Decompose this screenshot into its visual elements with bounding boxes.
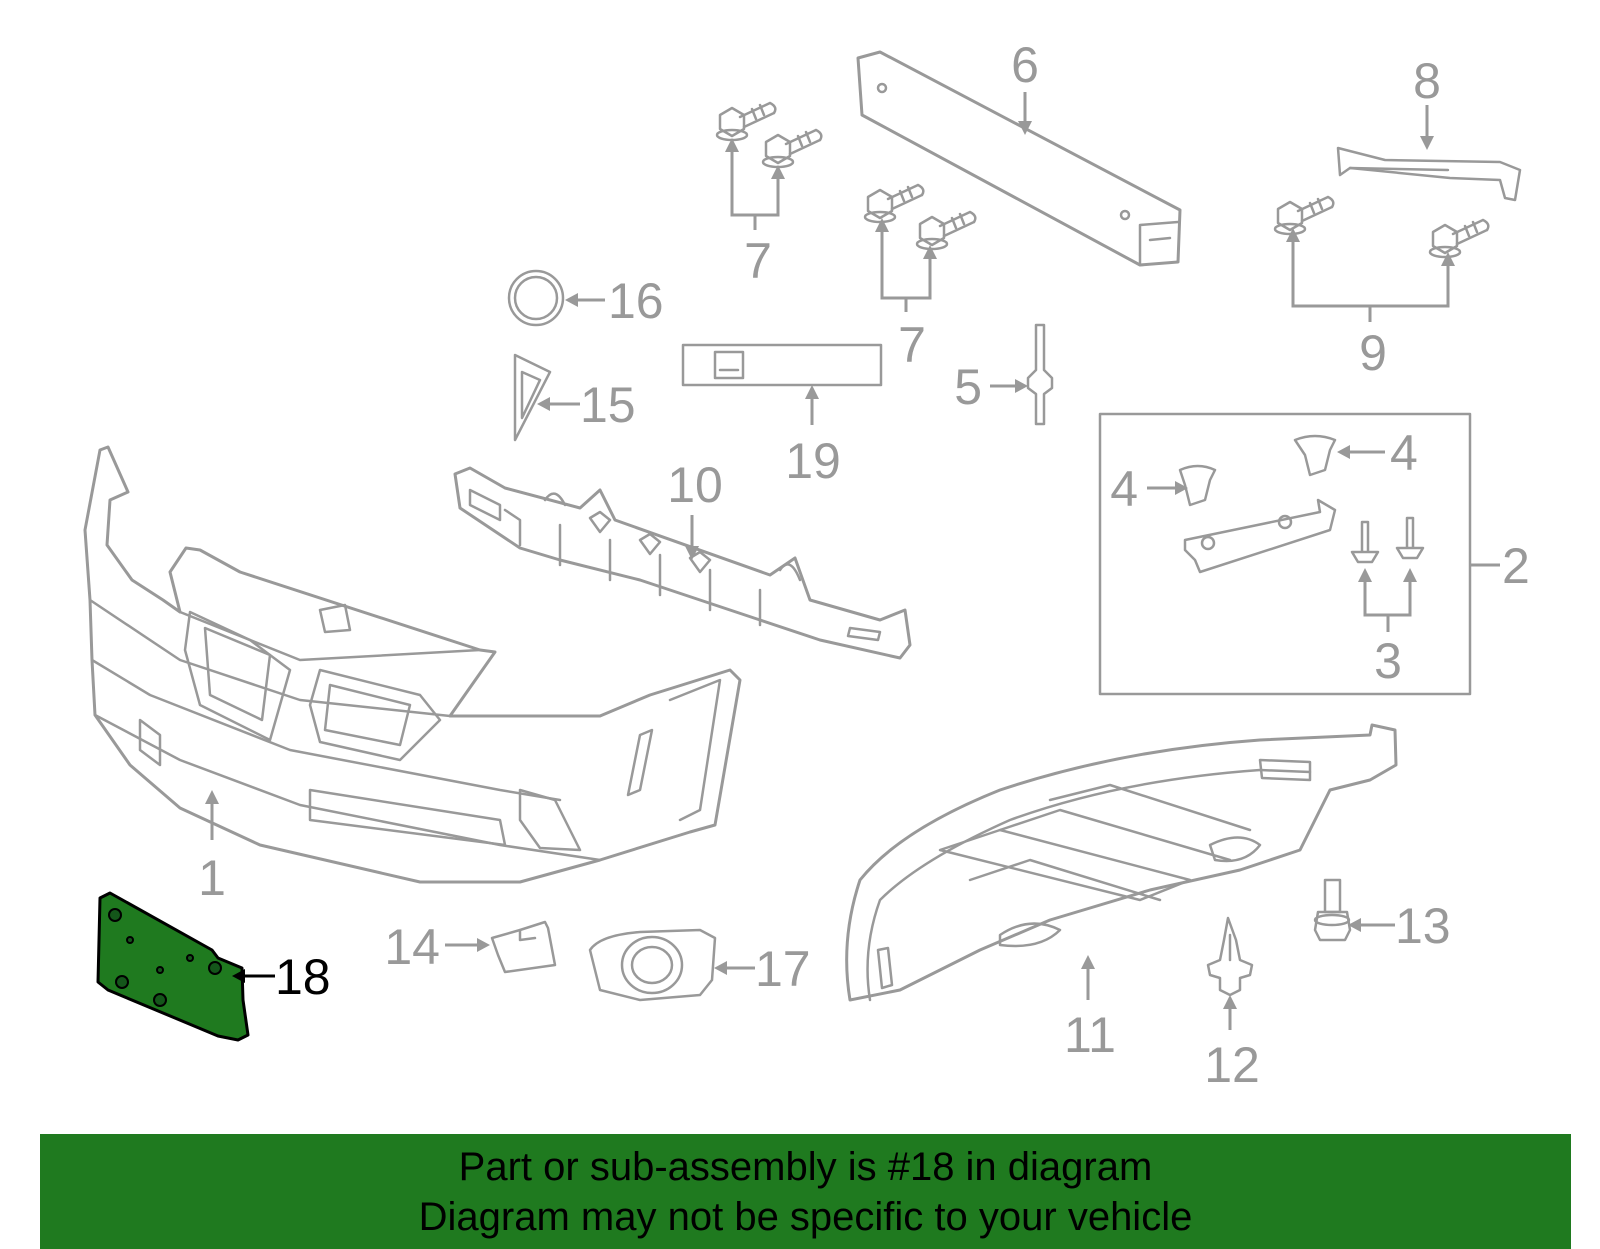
callout-17: 17 <box>714 941 811 997</box>
callout-label-8: 8 <box>1413 53 1441 109</box>
part-17-fog-bezel <box>588 928 717 1002</box>
callout-16: 16 <box>565 273 664 329</box>
part-19-placard <box>681 343 883 387</box>
callout-5: 5 <box>954 359 1028 415</box>
callout-label-4a: 4 <box>1110 461 1138 517</box>
callout-18: 18 <box>232 949 331 1005</box>
part-10-energy-absorber <box>453 466 912 660</box>
part-8-upper-bracket <box>1336 146 1522 202</box>
part-11-splash-shield <box>845 723 1398 1002</box>
callout-11: 11 <box>1064 955 1116 1063</box>
part-18-license-plate-bracket <box>96 891 250 1042</box>
part-16-ring <box>507 269 565 327</box>
callout-15: 15 <box>537 377 636 433</box>
callout-7a: 7 <box>725 138 785 289</box>
callout-label-10: 10 <box>667 457 723 513</box>
callout-3: 3 <box>1358 568 1417 689</box>
part-5-push-pin <box>1026 323 1054 426</box>
callout-label-18: 18 <box>275 949 331 1005</box>
callout-label-7b: 7 <box>898 317 926 373</box>
callout-label-12: 12 <box>1204 1037 1260 1093</box>
part-15-trim <box>513 353 552 442</box>
callout-8: 8 <box>1413 53 1441 150</box>
part-6-reinforcement <box>856 50 1182 267</box>
callout-label-17: 17 <box>755 941 811 997</box>
callout-10: 10 <box>667 457 723 560</box>
callout-label-3: 3 <box>1374 633 1402 689</box>
callout-label-2: 2 <box>1502 538 1530 594</box>
callout-label-13: 13 <box>1395 898 1451 954</box>
banner-line-2: Diagram may not be specific to your vehi… <box>418 1195 1193 1239</box>
part-14-small-bracket <box>490 920 557 974</box>
callout-label-16: 16 <box>608 273 664 329</box>
callout-label-4b: 4 <box>1390 425 1418 481</box>
callout-label-19: 19 <box>785 433 841 489</box>
callout-13: 13 <box>1348 898 1451 954</box>
callout-4a: 4 <box>1110 461 1188 517</box>
part-13-bolt <box>1313 878 1352 942</box>
banner-line-1: Part or sub-assembly is #18 in diagram <box>458 1145 1153 1189</box>
callout-6: 6 <box>1011 37 1039 135</box>
callout-label-14: 14 <box>384 919 440 975</box>
callout-7b: 7 <box>875 218 937 373</box>
callout-label-7a: 7 <box>744 233 772 289</box>
callout-12: 12 <box>1204 995 1260 1093</box>
part-1-bumper-cover <box>83 445 742 884</box>
callout-4b: 4 <box>1337 425 1418 481</box>
callout-label-11: 11 <box>1064 1007 1116 1063</box>
callout-label-5: 5 <box>954 359 982 415</box>
info-banner: Part or sub-assembly is #18 in diagram D… <box>40 1134 1571 1249</box>
part-12-push-retainer <box>1206 916 1254 997</box>
callout-19: 19 <box>785 385 841 489</box>
callout-label-1: 1 <box>198 850 226 906</box>
callout-2: 2 <box>1470 538 1530 594</box>
callout-label-9: 9 <box>1359 325 1387 381</box>
callout-1: 1 <box>198 790 226 906</box>
callout-label-15: 15 <box>580 377 636 433</box>
callout-14: 14 <box>384 919 490 975</box>
part-9-bolts <box>1273 195 1490 259</box>
part-2-bracket-kit-box <box>1098 412 1472 696</box>
callout-label-6: 6 <box>1011 37 1039 93</box>
callout-9: 9 <box>1286 228 1455 381</box>
